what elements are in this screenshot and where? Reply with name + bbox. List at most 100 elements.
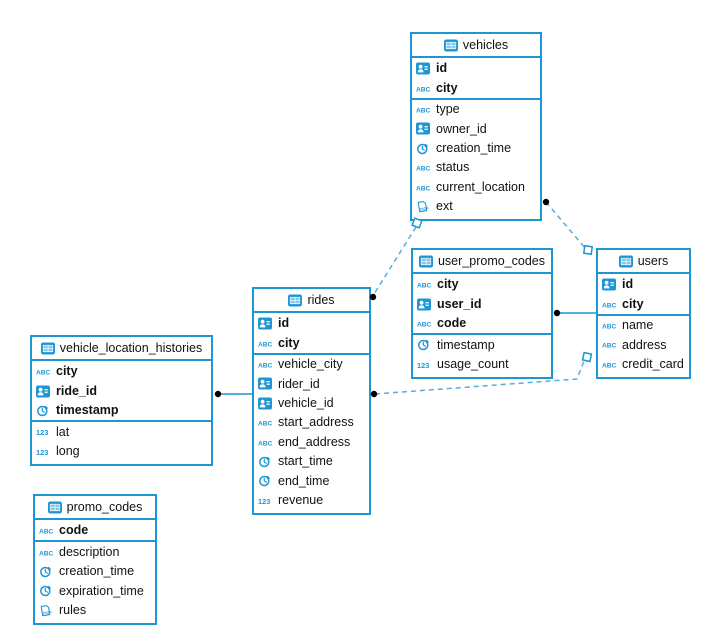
column-type-icon: 123 bbox=[417, 358, 433, 371]
person-icon bbox=[258, 397, 272, 410]
string-type-icon: ABC bbox=[39, 550, 54, 557]
table-header[interactable]: vehicles bbox=[412, 34, 540, 58]
column-name: vehicle_city bbox=[278, 357, 343, 372]
table-header[interactable]: users bbox=[598, 250, 689, 274]
column-name: lat bbox=[56, 424, 70, 439]
table-title: users bbox=[637, 254, 669, 268]
string-type-icon: ABC bbox=[416, 166, 431, 173]
string-type-icon: ABC bbox=[258, 440, 273, 447]
column-type-icon: JSON bbox=[416, 200, 432, 213]
table-icon bbox=[47, 501, 62, 513]
column-type-icon: ABC bbox=[258, 416, 274, 429]
column-type-icon: 123 bbox=[36, 445, 52, 458]
person-icon bbox=[258, 377, 272, 390]
column-name: expiration_time bbox=[59, 583, 144, 598]
svg-text:ABC: ABC bbox=[602, 302, 617, 309]
svg-text:JSON: JSON bbox=[42, 610, 52, 615]
table-header[interactable]: promo_codes bbox=[35, 496, 155, 520]
table-vehicle_location_histories[interactable]: vehicle_location_histories ABC city ride_… bbox=[30, 335, 213, 466]
column-name: ext bbox=[436, 199, 453, 214]
svg-text:ABC: ABC bbox=[258, 341, 273, 348]
column-type-icon: ABC bbox=[36, 365, 52, 378]
column-type-icon: ABC bbox=[416, 103, 432, 116]
column-type-icon: ABC bbox=[602, 358, 618, 371]
column-name: user_id bbox=[437, 296, 482, 311]
person-icon bbox=[36, 385, 50, 398]
column-row-rules: JSON rules bbox=[35, 601, 155, 620]
column-row-city: ABC city bbox=[254, 333, 369, 352]
table-header[interactable]: vehicle_location_histories bbox=[32, 337, 211, 361]
column-type-icon bbox=[39, 565, 55, 578]
svg-text:ABC: ABC bbox=[36, 370, 51, 377]
table-header[interactable]: rides bbox=[254, 289, 369, 313]
column-name: city bbox=[278, 335, 300, 350]
svg-text:ABC: ABC bbox=[416, 185, 431, 192]
svg-text:123: 123 bbox=[36, 448, 48, 457]
column-name: address bbox=[622, 337, 667, 352]
column-type-icon bbox=[36, 404, 52, 417]
string-type-icon: ABC bbox=[258, 421, 273, 428]
column-type-icon: ABC bbox=[416, 82, 432, 95]
column-name: type bbox=[436, 102, 460, 117]
column-name: end_time bbox=[278, 473, 330, 488]
number-type-icon: 123 bbox=[417, 361, 429, 370]
relation-square-marker bbox=[581, 351, 593, 363]
json-type-icon: JSON bbox=[40, 604, 52, 616]
column-row-id: id bbox=[254, 314, 369, 333]
column-name: current_location bbox=[436, 179, 525, 194]
column-type-icon: ABC bbox=[39, 546, 55, 559]
table-header[interactable]: user_promo_codes bbox=[413, 250, 551, 274]
string-type-icon: ABC bbox=[416, 107, 431, 114]
column-name: owner_id bbox=[436, 121, 487, 136]
column-name: long bbox=[56, 444, 80, 458]
column-row-end_time: end_time bbox=[254, 471, 369, 490]
column-row-ride_id: ride_id bbox=[32, 381, 211, 400]
svg-text:ABC: ABC bbox=[417, 283, 432, 290]
relation-dot-marker bbox=[553, 309, 561, 317]
svg-text:ABC: ABC bbox=[416, 86, 431, 93]
column-row-long: 123 long bbox=[32, 442, 211, 461]
column-type-icon bbox=[416, 122, 432, 135]
column-name: creation_time bbox=[59, 564, 135, 579]
column-type-icon bbox=[258, 455, 274, 468]
column-name: id bbox=[622, 277, 634, 292]
column-name: code bbox=[59, 523, 89, 538]
table-icon bbox=[618, 255, 633, 267]
column-name: start_address bbox=[278, 415, 354, 430]
clock-icon bbox=[259, 476, 270, 487]
string-type-icon: ABC bbox=[602, 362, 617, 369]
svg-text:ABC: ABC bbox=[602, 362, 617, 369]
number-type-icon: 123 bbox=[36, 448, 48, 457]
column-name: city bbox=[56, 364, 78, 379]
column-type-icon bbox=[258, 377, 274, 390]
column-type-icon bbox=[258, 317, 274, 330]
table-title: rides bbox=[307, 293, 335, 307]
clock-icon bbox=[40, 566, 51, 578]
column-type-icon: ABC bbox=[258, 436, 274, 449]
column-name: city bbox=[437, 277, 459, 292]
table-title: vehicle_location_histories bbox=[59, 341, 203, 355]
column-type-icon: ABC bbox=[258, 358, 274, 371]
column-type-icon: ABC bbox=[416, 181, 432, 194]
svg-text:ABC: ABC bbox=[602, 323, 617, 330]
string-type-icon: ABC bbox=[417, 283, 432, 290]
